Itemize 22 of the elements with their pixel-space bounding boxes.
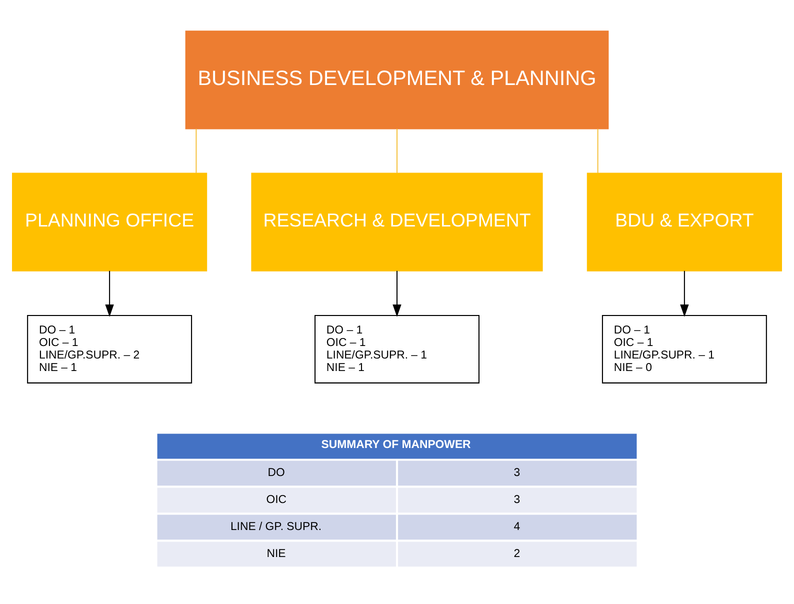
label: LINE / GP. SUPR. [230,521,322,534]
label: 4 [514,521,520,534]
node-box: BDU & EXPORT [586,172,782,272]
label: DO [268,467,285,480]
connector [196,128,197,174]
connector [597,128,598,174]
node-box: DO – 1 OIC – 1 LINE/GP.SUPR. – 2 NIE – 1 [27,314,192,384]
arrow [392,270,402,317]
label: NIE [266,548,286,560]
label: 3 [514,467,520,480]
label: 3 [514,494,520,506]
node-box: BUSINESS DEVELOPMENT & PLANNING [185,30,609,130]
label: OIC [266,494,287,506]
node-box: DO – 1 OIC – 1 LINE/GP.SUPR. – 1 NIE – 1 [314,314,480,384]
node-box: DO – 1 OIC – 1 LINE/GP.SUPR. – 1 NIE – 0 [602,314,767,384]
node-box: PLANNING OFFICE [12,172,208,272]
arrow [680,270,689,317]
arrow [105,270,114,317]
label: 2 [514,548,520,560]
node-box: RESEARCH & DEVELOPMENT [251,172,543,272]
connector [396,128,398,174]
label: SUMMARY OF MANPOWER [321,439,471,452]
